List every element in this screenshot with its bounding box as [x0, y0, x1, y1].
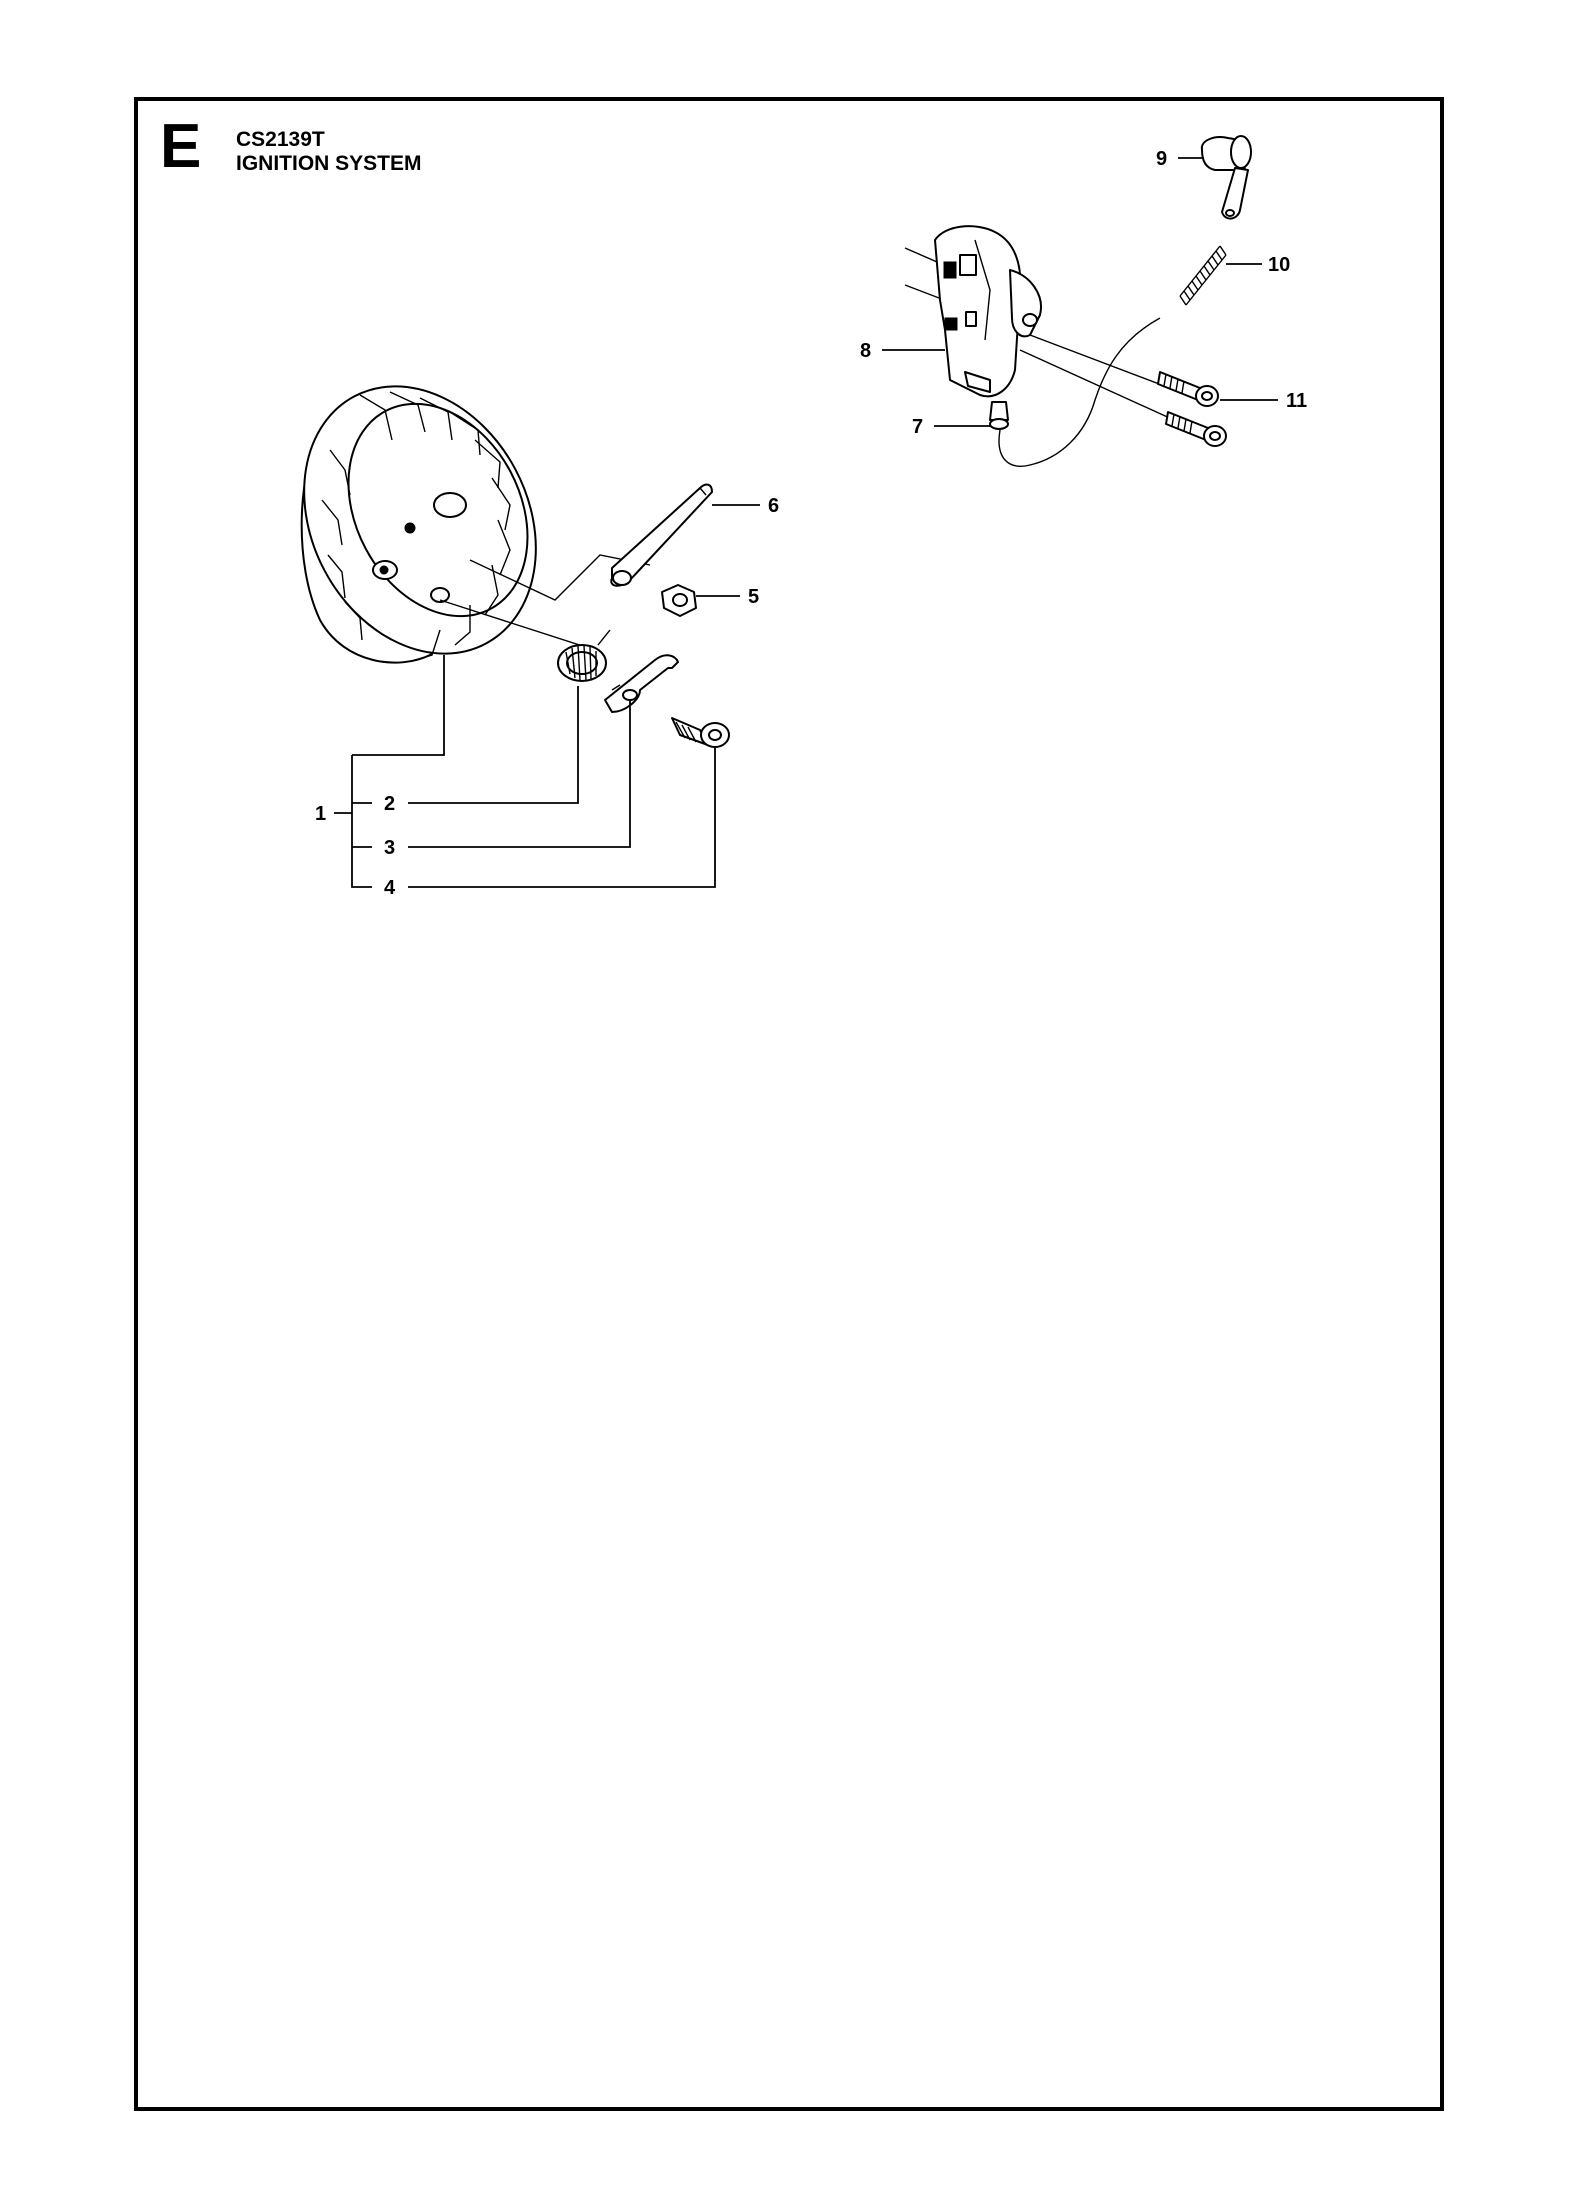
callout-7: 7: [912, 416, 923, 438]
callout-5: 5: [748, 586, 759, 608]
page-frame: [134, 97, 1444, 2111]
section-title: IGNITION SYSTEM: [236, 152, 422, 175]
model-number: CS2139T: [236, 128, 325, 151]
spark-plug-boot: [1200, 135, 1252, 220]
shoulder-screw: [671, 717, 730, 748]
section-letter: E: [160, 112, 202, 181]
callout-2: 2: [384, 793, 395, 815]
arm-washer: [610, 483, 713, 587]
nut: [661, 584, 697, 617]
callout-11: 11: [1286, 390, 1307, 412]
callout-10: 10: [1268, 254, 1290, 276]
bearing-ring: [557, 629, 621, 691]
callout-6: 6: [768, 495, 779, 517]
callout-1: 1: [315, 803, 326, 825]
pawl: [604, 654, 679, 713]
leader-lines: [334, 157, 1278, 888]
title-block: CS2139T IGNITION SYSTEM: [236, 128, 422, 176]
callout-3: 3: [384, 837, 395, 859]
callout-8: 8: [860, 340, 871, 362]
callout-9: 9: [1156, 148, 1167, 170]
flywheel: [300, 385, 651, 664]
ignition-module: [904, 225, 1186, 467]
callout-4: 4: [384, 877, 396, 899]
screws: [1157, 371, 1227, 447]
spring: [1179, 245, 1227, 306]
